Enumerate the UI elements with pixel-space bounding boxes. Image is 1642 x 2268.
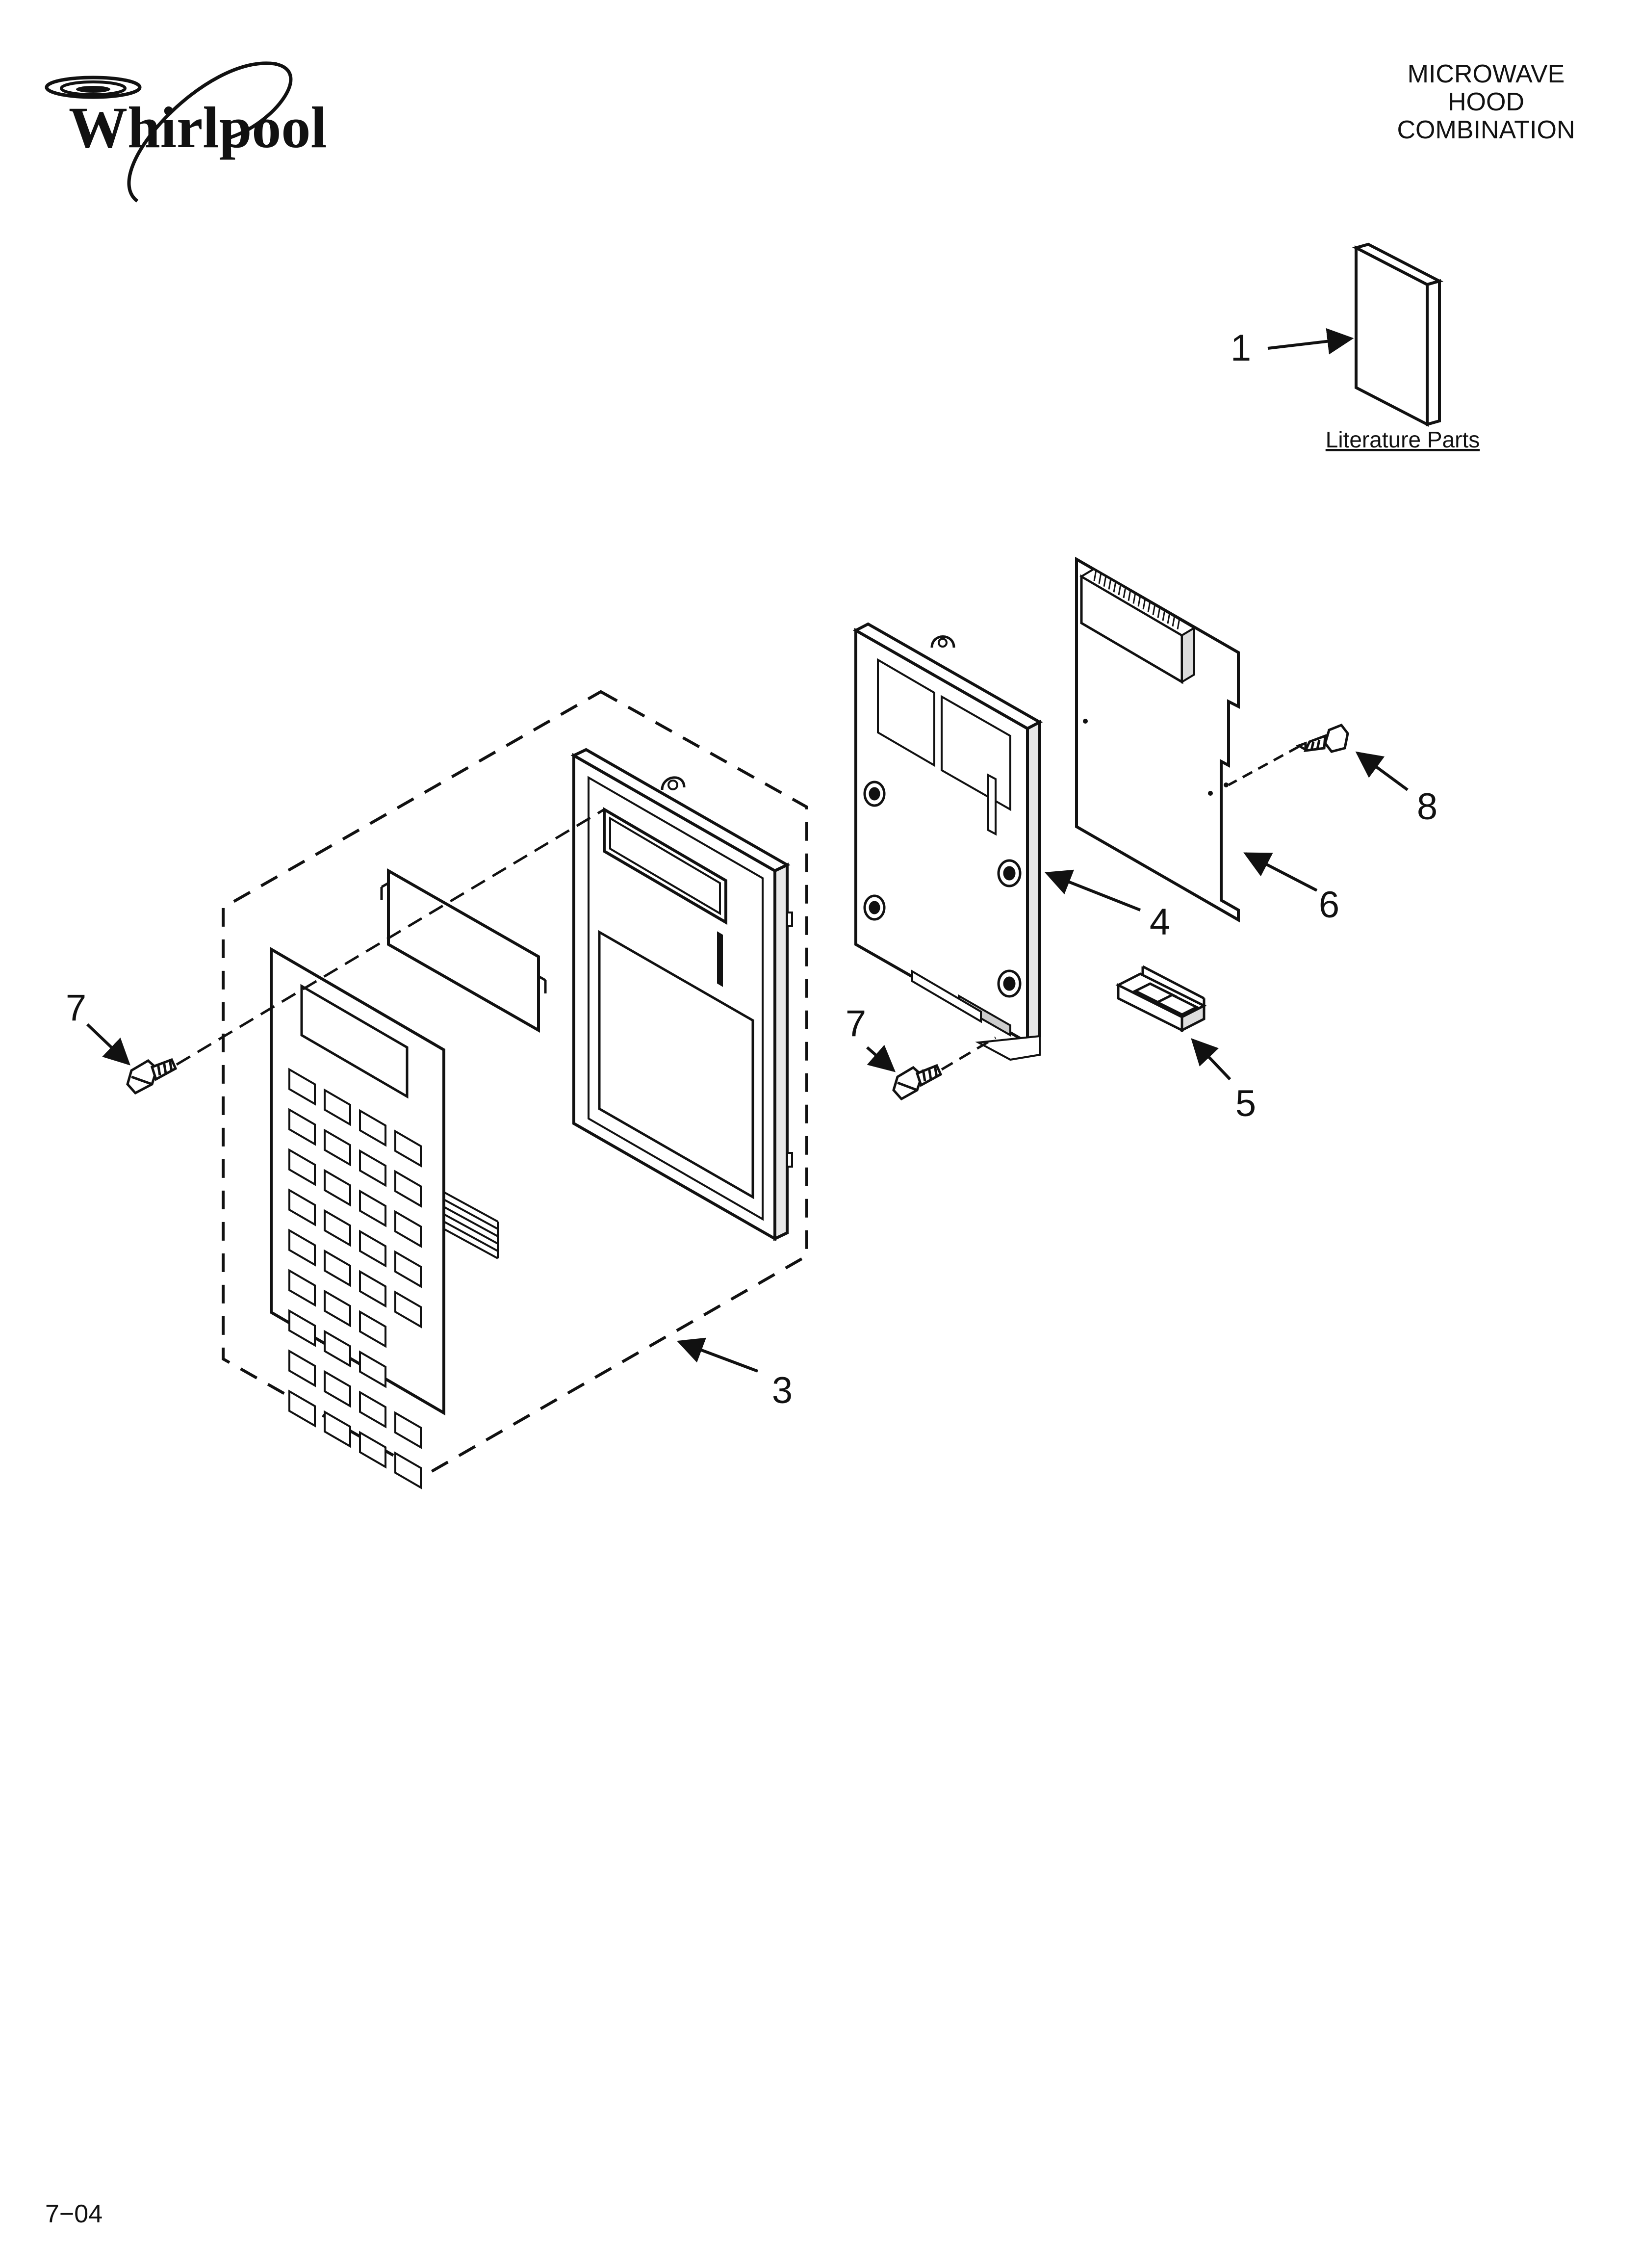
heat-sink-fin [1103,575,1107,587]
keypad-key [288,1389,316,1428]
callout-5-leader [1191,1038,1232,1081]
logo-wordmark: Whirlpool [69,95,327,160]
heat-sink-fin [1142,598,1146,610]
part-3-assembly-boundary [222,690,808,1476]
keypad-key [359,1109,386,1147]
keypad-key [359,1431,386,1469]
screw-middle-alignment-line [941,1036,997,1071]
keypad-key [324,1249,351,1287]
part-1-literature-booklet [1352,242,1444,427]
callout-8: 8 [1417,786,1437,828]
callout-1: 1 [1231,327,1251,369]
keypad-key [359,1310,386,1348]
callout-7a: 7 [66,987,86,1029]
callout-3: 3 [772,1370,793,1411]
keypad-key [394,1170,422,1208]
heat-sink-fin [1123,587,1127,599]
heat-sink-fin [1177,618,1180,629]
keypad-key [288,1188,316,1226]
keypad-key [359,1270,386,1308]
callout-3-leader [676,1337,759,1373]
heat-sink-fin [1093,570,1097,581]
keypad-key [394,1129,422,1168]
part-5-bracket [1115,965,1207,1033]
title-line-3: COMBINATION [1397,116,1575,144]
keypad-key [288,1108,316,1146]
keypad-key [324,1410,351,1448]
heat-sink-fin [1108,578,1112,590]
keypad-key [394,1210,422,1248]
keypad-key [394,1290,422,1329]
page-title: MICROWAVE HOOD COMBINATION [1397,60,1575,144]
keypad-key [288,1269,316,1307]
keypad-key [288,1349,316,1387]
keypad-key [288,1148,316,1186]
heat-sink-fin [1098,573,1102,584]
keypad-key [324,1330,351,1368]
keypad-key [394,1451,422,1489]
keypad-key [324,1088,351,1126]
callout-4: 4 [1150,901,1170,943]
keypad-key [324,1169,351,1207]
title-line-2: HOOD [1448,88,1524,116]
literature-parts-label: Literature Parts [1326,427,1480,452]
part-4-control-housing [852,622,1043,1061]
keypad-key-grid [288,1068,422,1489]
heat-sink-fin [1147,601,1151,613]
heat-sink-fin [1152,604,1156,615]
keypad-key [324,1209,351,1247]
part-7-screw-left [126,1058,178,1095]
control-panel-frame [570,748,793,1242]
part-6-control-board [1075,556,1240,923]
heat-sink-fin [1162,609,1166,621]
display-lens [380,868,547,1033]
keypad-key [359,1390,386,1429]
heat-sink-fin [1128,590,1131,601]
callout-5: 5 [1235,1083,1256,1124]
keypad-membrane [270,946,499,1489]
keypad-key [288,1068,316,1106]
title-line-1: MICROWAVE [1408,60,1565,88]
whirlpool-logo: Whirlpool [45,61,327,203]
keypad-key [394,1411,422,1449]
keypad-key [359,1350,386,1388]
callout-6-leader [1243,852,1318,892]
callout-7a-leader [86,1023,130,1066]
heat-sink-fin [1157,607,1161,618]
heat-sink-fin [1113,581,1117,593]
heat-sink-fin [1167,612,1171,624]
keypad-key [359,1229,386,1268]
callout-7b: 7 [846,1003,866,1044]
screw-8-alignment-line [1228,745,1300,786]
screw-left-alignment-line [176,808,605,1066]
heat-sink-fin [1137,595,1141,607]
keypad-key [324,1289,351,1328]
part-7-screw-middle [892,1064,943,1101]
heat-sink-fin [1172,615,1176,627]
footer-date-code: 7−04 [45,2200,103,2228]
callout-4-leader [1044,869,1141,912]
keypad-key [394,1250,422,1288]
callout-6: 6 [1319,884,1339,926]
keypad-key [359,1189,386,1227]
keypad-key [324,1128,351,1167]
callout-8-leader [1355,751,1409,791]
keypad-key [324,1370,351,1408]
callout-1-leader [1267,328,1354,355]
callout-7b-leader [866,1044,896,1072]
heat-sink-fin [1132,593,1136,604]
keypad-key [288,1228,316,1267]
heat-sink-fin [1118,584,1122,596]
part-8-screw [1296,723,1349,753]
keypad-key [288,1309,316,1347]
keypad-key [359,1149,386,1187]
